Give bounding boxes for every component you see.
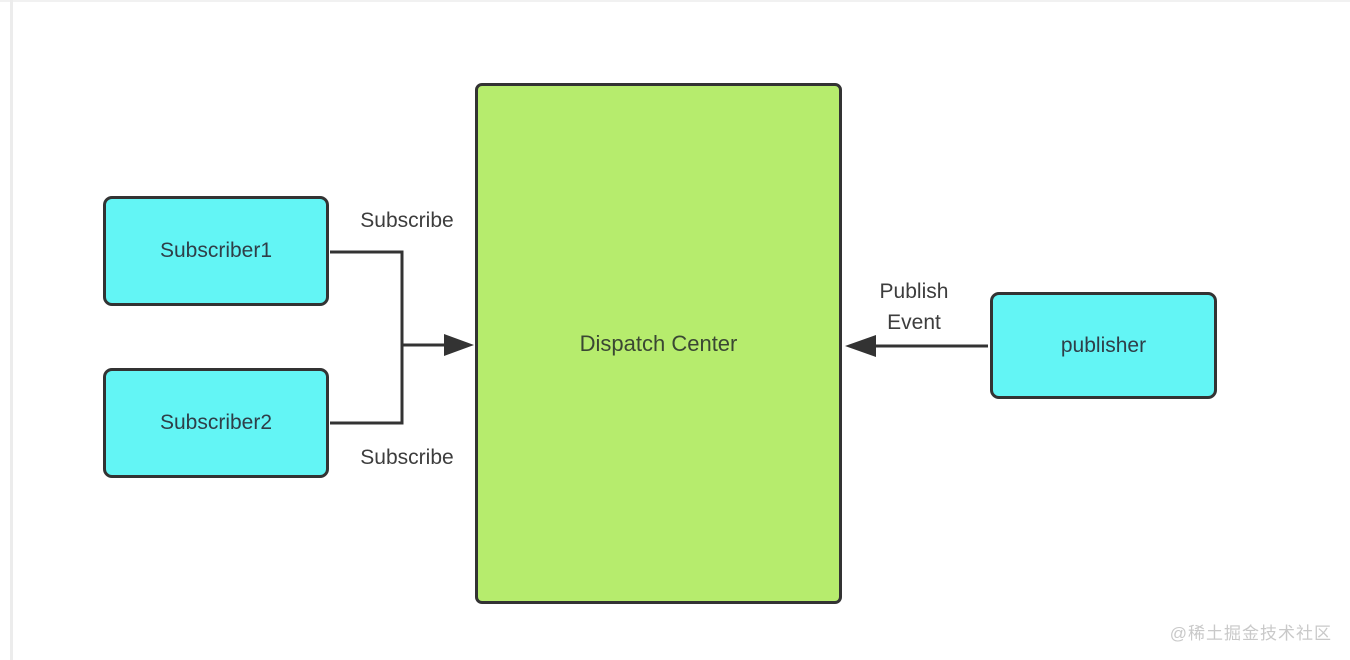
node-publisher: publisher: [990, 292, 1217, 399]
node-subscriber1: Subscriber1: [103, 196, 329, 306]
node-dispatch-center: Dispatch Center: [475, 83, 842, 604]
node-subscriber2: Subscriber2: [103, 368, 329, 478]
subscribe-bottom-label: Subscribe: [360, 446, 454, 469]
node-subscriber2-label: Subscriber2: [159, 411, 273, 434]
subscribe-top-label: Subscribe: [360, 209, 454, 232]
node-dispatch-center-label: Dispatch Center: [579, 330, 738, 356]
subscribe-connector-line: [330, 250, 404, 425]
top-edge-divider: [0, 0, 1350, 2]
subscribe-arrowhead-icon: [444, 334, 474, 356]
node-subscriber1-label: Subscriber1: [159, 239, 273, 262]
node-publisher-label: publisher: [1060, 333, 1147, 357]
publish-event-label-line1: Publish: [879, 280, 949, 303]
publish-arrowhead-icon: [845, 335, 876, 357]
left-edge-divider: [10, 0, 13, 660]
publish-event-label-line2: Event: [887, 311, 941, 334]
watermark: @稀土掘金技术社区: [1169, 624, 1332, 643]
publish-event-label: Publish Event: [862, 276, 966, 338]
